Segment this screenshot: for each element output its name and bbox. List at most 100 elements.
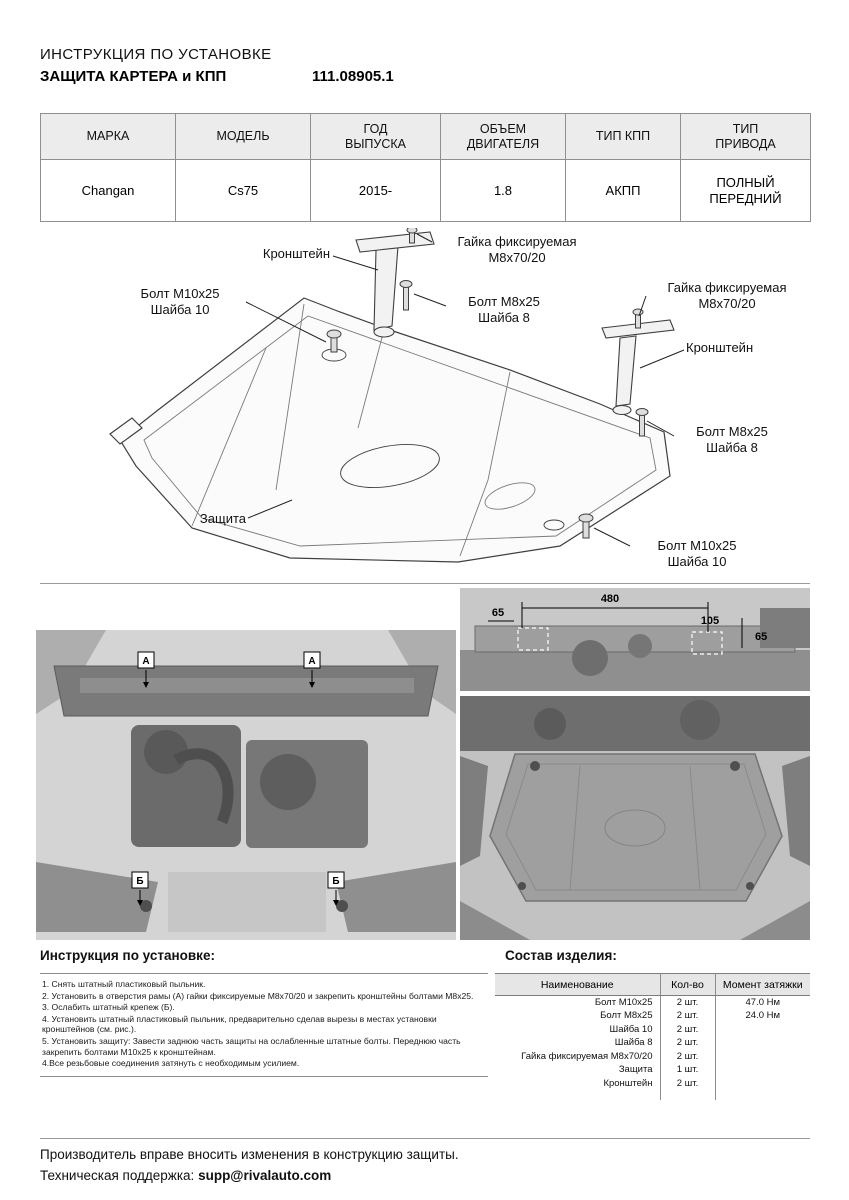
- parts-header-name: Наименование: [495, 973, 661, 996]
- part-number: 111.08905.1: [312, 68, 394, 85]
- instruction-step: 2. Установить в отверстия рамы (А) гайки…: [42, 990, 474, 1001]
- spec-value-gearbox: АКПП: [565, 159, 681, 222]
- parts-row: Кронштейн 2 шт.: [495, 1076, 810, 1091]
- part-name: Защита: [495, 1063, 661, 1077]
- part-qty: 2 шт.: [660, 1022, 716, 1036]
- skid-plate-drawing: [109, 228, 685, 563]
- cut-zones: [517, 627, 723, 655]
- part-name: Шайба 8: [495, 1036, 661, 1050]
- footer-support: Техническая поддержка: supp@rivalauto.co…: [40, 1168, 810, 1183]
- doc-title-row: ЗАЩИТА КАРТЕРА и КПП 111.08905.1: [40, 68, 810, 85]
- parts-spacer-row: [495, 1090, 810, 1100]
- marker-a-left-label: А: [142, 656, 149, 667]
- parts-row: Болт М8х25 2 шт. 24.0 Нм: [495, 1009, 810, 1023]
- label-bracket-right: Кронштейн: [686, 340, 754, 355]
- nut-right-icon: [632, 308, 644, 329]
- dim-480: 480: [601, 593, 619, 605]
- parts-row: Болт М10х25 2 шт. 47.0 Нм: [495, 995, 810, 1009]
- marker-a-right: А: [303, 651, 321, 688]
- spec-value-model: Cs75: [175, 159, 311, 222]
- part-qty: 2 шт.: [660, 1009, 716, 1023]
- spec-value-brand: Changan: [40, 159, 176, 222]
- footer-disclaimer: Производитель вправе вносить изменения в…: [40, 1147, 459, 1162]
- part-name: Кронштейн: [495, 1076, 661, 1090]
- bolt-m10-rear-icon: [578, 513, 594, 539]
- bolt-m8-left-icon: [399, 280, 413, 311]
- parts-table-head: Наименование Кол-во Момент затяжки: [495, 973, 810, 996]
- photo-frame-image: 480 65 105 65: [460, 588, 810, 691]
- instruction-step: 3. Ослабить штатный крепеж (Б).: [42, 1002, 175, 1013]
- assembly-diagram: Кронштейн Гайка фиксируемая М8х70/20 Бол…: [40, 228, 810, 580]
- part-torque: [715, 1050, 810, 1064]
- part-name: Гайка фиксируемая М8х70/20: [495, 1049, 661, 1063]
- label-bolt-m8-right: Болт М8х25 Шайба 8: [696, 424, 768, 455]
- photo-installed-plate: [460, 696, 810, 945]
- spec-table: МАРКА МОДЕЛЬ ГОД ВЫПУСКА ОБЪЕМ ДВИГАТЕЛЯ…: [40, 113, 811, 222]
- spec-header-model: МОДЕЛЬ: [175, 113, 311, 160]
- part-torque: 24.0 Нм: [745, 1010, 781, 1022]
- instruction-step: 1. Снять штатный пластиковый пыльник.: [42, 979, 206, 989]
- footer-support-email: supp@rivalauto.com: [198, 1168, 332, 1183]
- bottom-section: Инструкция по установке: 1. Снять штатны…: [40, 948, 810, 1118]
- dim-105: 105: [701, 615, 719, 627]
- bolt-m10-front-icon: [326, 329, 342, 353]
- instruction-step: 4.Все резьбовые соединения затянуть с не…: [42, 1058, 300, 1069]
- instructions-title: Инструкция по установке:: [40, 948, 215, 963]
- instructions-block: Инструкция по установке: 1. Снять штатны…: [40, 948, 488, 1077]
- spec-header-year: ГОД ВЫПУСКА: [310, 113, 441, 160]
- spec-table-body: Changan Cs75 2015- 1.8 АКПП ПОЛНЫЙ ПЕРЕД…: [40, 159, 811, 222]
- part-torque: 47.0 Нм: [745, 997, 781, 1008]
- spec-table-head: МАРКА МОДЕЛЬ ГОД ВЫПУСКА ОБЪЕМ ДВИГАТЕЛЯ…: [40, 113, 811, 160]
- photo-installed-shapes: [460, 696, 810, 940]
- part-qty: 2 шт.: [660, 1049, 716, 1063]
- footer-divider: [40, 1138, 810, 1139]
- photo-engine-bay-image: А А Б Б: [36, 630, 456, 940]
- doc-title-line2: ЗАЩИТА КАРТЕРА и КПП: [40, 68, 227, 85]
- spec-header-row: МАРКА МОДЕЛЬ ГОД ВЫПУСКА ОБЪЕМ ДВИГАТЕЛЯ…: [40, 113, 811, 160]
- marker-b-right-label: Б: [332, 876, 339, 887]
- marker-b-left-label: Б: [136, 876, 143, 887]
- bolt-m8-right-icon: [635, 408, 649, 437]
- marker-a-left: А: [137, 651, 155, 688]
- instructions-steps: 1. Снять штатный пластиковый пыльник. 2.…: [40, 973, 488, 1077]
- spacer-cell: [660, 1090, 716, 1100]
- spec-header-gearbox: ТИП КПП: [565, 113, 681, 160]
- bracket-right-icon: [601, 319, 675, 416]
- photo-section: А А Б Б: [36, 588, 810, 940]
- part-qty: 2 шт.: [660, 1076, 716, 1090]
- doc-title-line1: ИНСТРУКЦИЯ ПО УСТАНОВКЕ: [40, 46, 272, 63]
- label-bracket-left: Кронштейн: [262, 246, 330, 261]
- dim-65-right: 65: [755, 631, 767, 643]
- part-torque: [715, 1036, 810, 1050]
- parts-title: Состав изделия:: [505, 948, 617, 963]
- part-name: Шайба 10: [495, 1022, 661, 1036]
- parts-row: Защита 1 шт.: [495, 1063, 810, 1077]
- footer-support-label: Техническая поддержка:: [40, 1168, 195, 1183]
- nut-top-icon: [406, 228, 418, 244]
- document-footer: Производитель вправе вносить изменения в…: [40, 1138, 810, 1183]
- label-nut-top: Гайка фиксируемая М8х70/20: [457, 234, 577, 265]
- parts-row: Гайка фиксируемая М8х70/20 2 шт.: [495, 1049, 810, 1064]
- marker-a-right-label: А: [308, 656, 315, 667]
- parts-row: Шайба 10 2 шт.: [495, 1022, 810, 1037]
- photo-installed-image: [460, 696, 810, 940]
- part-qty: 2 шт.: [660, 995, 716, 1009]
- part-torque: [715, 1063, 810, 1077]
- parts-header-torque: Момент затяжки: [715, 973, 810, 996]
- part-qty: 1 шт.: [660, 1063, 716, 1077]
- part-name: Болт М8х25: [495, 1009, 661, 1023]
- document-header: ИНСТРУКЦИЯ ПО УСТАНОВКЕ ЗАЩИТА КАРТЕРА и…: [40, 46, 810, 85]
- spec-header-engine: ОБЪЕМ ДВИГАТЕЛЯ: [440, 113, 566, 160]
- parts-header-qty: Кол-во: [660, 973, 716, 996]
- section-divider: [40, 583, 810, 584]
- dim-65-left: 65: [492, 607, 504, 619]
- spacer-cell: [715, 1090, 810, 1100]
- label-bolt-m8-left: Болт М8х25 Шайба 8: [468, 294, 540, 325]
- parts-table-body: Болт М10х25 2 шт. 47.0 Нм Болт М8х25 2 ш…: [495, 995, 810, 1100]
- part-torque: [715, 1077, 810, 1091]
- instruction-step: 4. Установить штатный пластиковый пыльни…: [42, 1013, 437, 1035]
- part-torque: [715, 1023, 810, 1037]
- plate-details: [143, 303, 657, 557]
- part-name: Болт М10х25: [495, 995, 661, 1009]
- spacer-cell: [495, 1090, 661, 1100]
